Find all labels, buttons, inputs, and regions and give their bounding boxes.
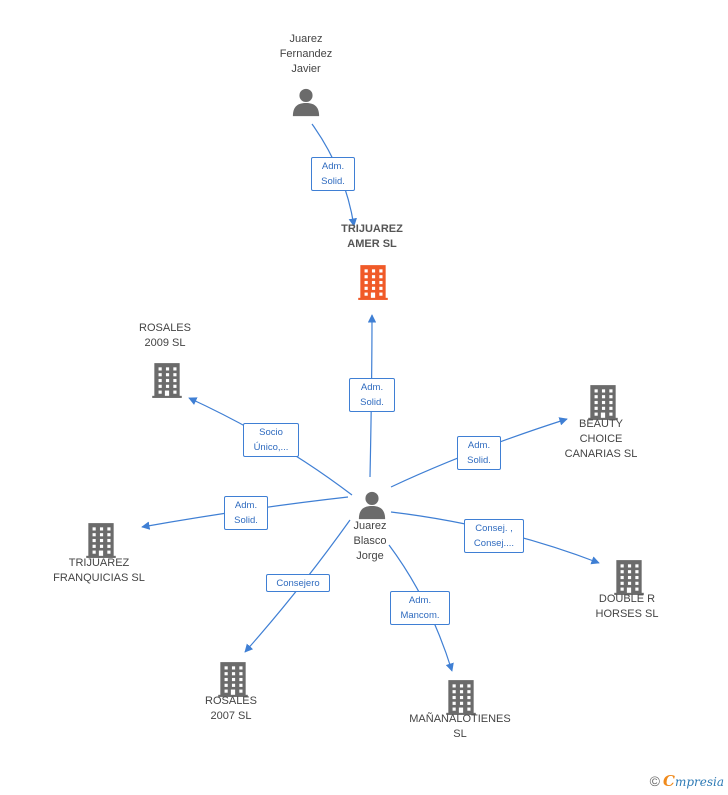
node-label-franquicias[interactable]: TRIJUAREZ FRANQUICIAS SL bbox=[53, 557, 145, 584]
edge-label-manana[interactable]: Adm. Mancom. bbox=[390, 591, 450, 625]
company-icon[interactable] bbox=[216, 660, 250, 703]
person-icon[interactable] bbox=[291, 87, 321, 122]
company-icon[interactable] bbox=[444, 678, 478, 721]
node-label-blasco[interactable]: Juarez Blasco Jorge bbox=[353, 520, 387, 562]
person-icon[interactable] bbox=[357, 490, 387, 525]
node-label-beauty[interactable]: BEAUTY CHOICE CANARIAS SL bbox=[564, 418, 638, 460]
edge-label-beauty[interactable]: Adm. Solid. bbox=[457, 436, 501, 470]
copyright-symbol: © bbox=[649, 773, 660, 789]
node-label-doubler[interactable]: DOUBLE R HORSES SL bbox=[595, 593, 659, 620]
node-label-fernandez[interactable]: Juarez Fernandez Javier bbox=[279, 33, 333, 75]
node-label-rosales2009[interactable]: ROSALES 2009 SL bbox=[139, 322, 191, 349]
node-label-rosales2007[interactable]: ROSALES 2007 SL bbox=[205, 695, 257, 722]
brand-initial: C bbox=[662, 772, 675, 790]
company-icon[interactable] bbox=[150, 361, 184, 404]
company-main-icon[interactable] bbox=[356, 263, 390, 306]
node-label-manana[interactable]: MAÑANALOTIENES SL bbox=[409, 713, 511, 740]
empresia-watermark: ©Cmpresia bbox=[650, 772, 724, 790]
edge-label-trijuarez_amer[interactable]: Adm. Solid. bbox=[349, 378, 395, 412]
edge-label-trijuarez_amer[interactable]: Adm. Solid. bbox=[311, 157, 355, 191]
brand-name: mpresia bbox=[674, 775, 724, 789]
edge-label-rosales2009[interactable]: Socio Único,... bbox=[243, 423, 299, 457]
edge-label-rosales2007[interactable]: Consejero bbox=[266, 574, 330, 592]
company-icon[interactable] bbox=[586, 383, 620, 426]
edge-label-franquicias[interactable]: Adm. Solid. bbox=[224, 496, 268, 530]
company-icon[interactable] bbox=[84, 521, 118, 564]
node-label-trijuarez_amer[interactable]: TRIJUAREZ AMER SL bbox=[341, 223, 403, 250]
company-icon[interactable] bbox=[612, 558, 646, 601]
edge-label-doubler[interactable]: Consej. , Consej.... bbox=[464, 519, 524, 553]
